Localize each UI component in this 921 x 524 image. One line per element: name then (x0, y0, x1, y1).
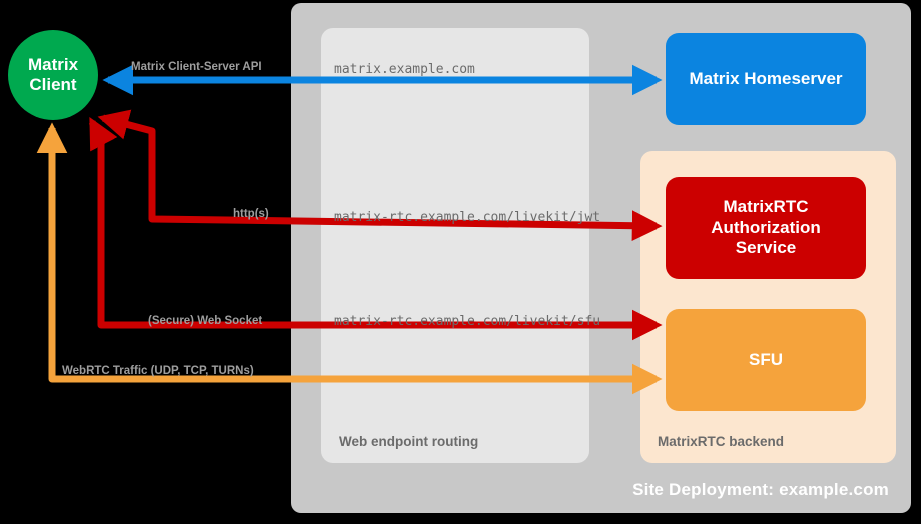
edge-label-webrtc-traffic: WebRTC Traffic (UDP, TCP, TURNs) (62, 365, 254, 377)
rtc-auth-service-label: MatrixRTC Authorization Service (711, 197, 821, 258)
endpoint-label-livekit-jwt: matrix-rtc.example.com/livekit/jwt (334, 210, 601, 225)
node-sfu[interactable]: SFU (666, 309, 866, 411)
node-matrix-client[interactable]: Matrix Client (8, 30, 98, 120)
edge-label-client-server-api: Matrix Client-Server API (131, 61, 262, 73)
endpoint-label-matrix: matrix.example.com (334, 62, 475, 77)
node-matrix-homeserver[interactable]: Matrix Homeserver (666, 33, 866, 125)
edge-label-https: http(s) (233, 208, 269, 220)
site-deployment-label: Site Deployment: example.com (632, 480, 889, 499)
matrix-client-label-line2: Client (29, 75, 77, 94)
endpoint-label-livekit-sfu: matrix-rtc.example.com/livekit/sfu (334, 314, 601, 329)
edge-label-secure-websocket: (Secure) Web Socket (148, 315, 263, 327)
web-endpoint-routing-panel: Web endpoint routing (321, 28, 589, 463)
node-matrixrtc-authorization-service[interactable]: MatrixRTC Authorization Service (666, 177, 866, 279)
sfu-label: SFU (749, 349, 783, 369)
matrix-homeserver-label: Matrix Homeserver (689, 68, 843, 88)
web-endpoint-routing-label: Web endpoint routing (339, 434, 479, 449)
matrix-client-label-line1: Matrix (27, 55, 79, 75)
matrixrtc-backend-label: MatrixRTC backend (658, 434, 785, 449)
